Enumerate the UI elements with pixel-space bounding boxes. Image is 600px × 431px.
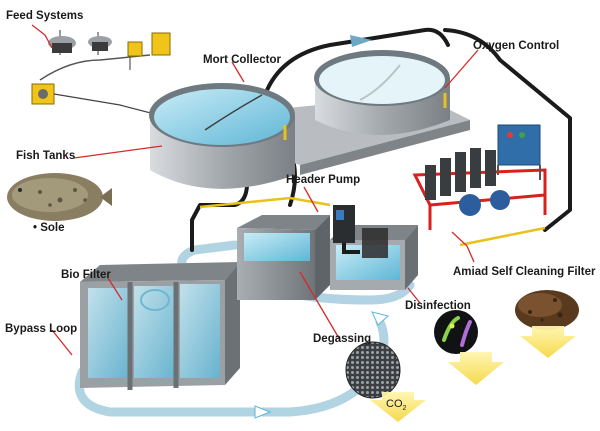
solids-arrow-icon: [520, 326, 576, 358]
yellow-pipework: [199, 196, 546, 247]
label-fish-tanks: Fish Tanks: [16, 150, 76, 162]
label-degassing: Degassing: [313, 333, 372, 345]
label-sole: • Sole: [33, 222, 65, 234]
co2-arrow-icon: [370, 392, 426, 422]
co2-subscript: 2: [402, 405, 407, 413]
label-oxygen-control: Oxygen Control: [473, 40, 560, 52]
fish-tanks: [149, 50, 470, 189]
label-amiad-filter: Amiad Self Cleaning Filter: [453, 266, 596, 278]
disinfection-arrow-icon: [448, 352, 504, 385]
degassing-tank: [237, 215, 330, 300]
label-mort-collector: Mort Collector: [203, 54, 281, 66]
label-header-pump: Header Pump: [286, 174, 361, 186]
bio-filter: [80, 262, 240, 390]
leader-lines: [31, 24, 479, 356]
degassing-media-icon: [345, 341, 401, 399]
label-bio-filter: Bio Filter: [61, 269, 111, 281]
header-pump-unit: [333, 205, 360, 254]
bacteria-icon: [434, 310, 478, 354]
label-co2: CO2: [386, 398, 406, 412]
label-bypass-loop: Bypass Loop: [5, 323, 78, 335]
label-disinfection: Disinfection: [405, 300, 471, 312]
feed-systems-equipment: [31, 30, 171, 119]
flow-arrow-icons: [254, 311, 390, 419]
amiad-filter-skid: [412, 124, 547, 230]
pipe-flow-arrow-icon: [350, 35, 372, 47]
sole-fish-icon: [7, 173, 112, 221]
co2-text: CO: [386, 398, 403, 410]
filtered-solids-icon: [515, 290, 579, 330]
label-feed-systems: Feed Systems: [6, 10, 84, 22]
